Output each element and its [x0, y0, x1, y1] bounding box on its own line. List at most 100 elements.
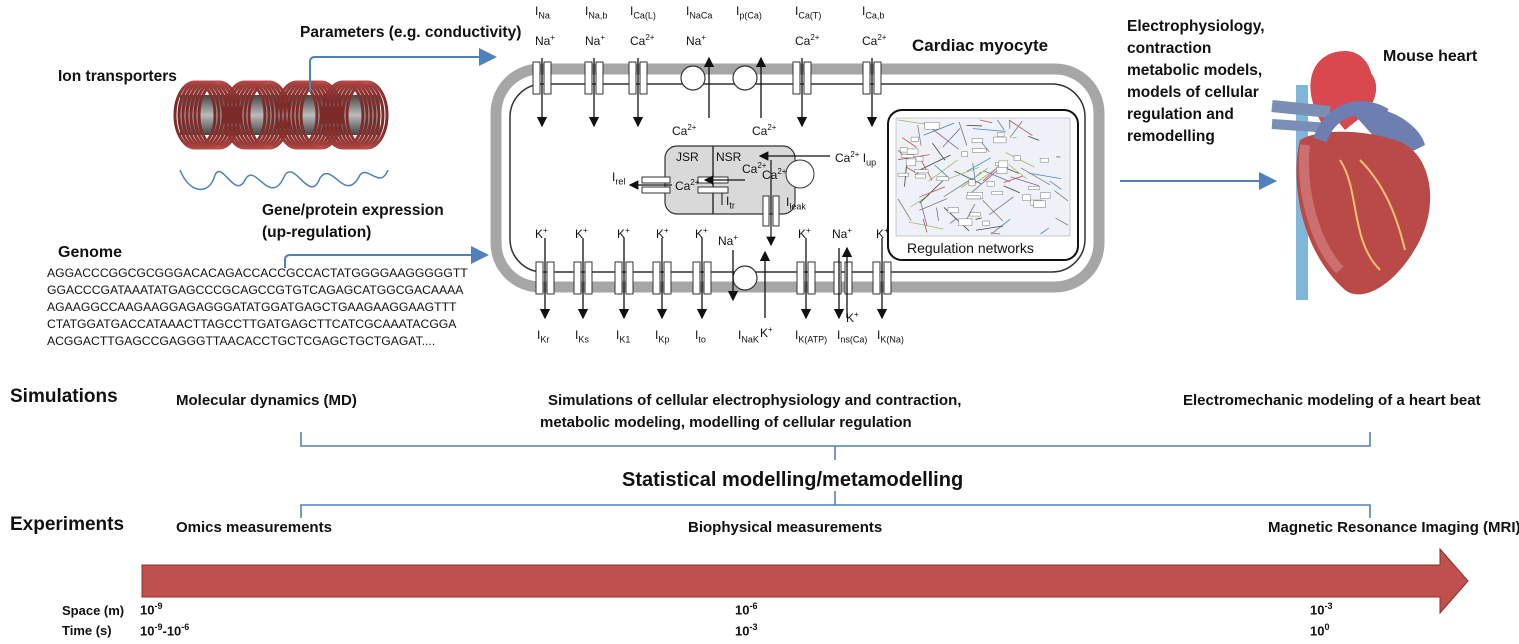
sr-ca-label: Ca2+: [742, 161, 767, 176]
bottom-current-label: IKs: [575, 328, 589, 345]
omics-label: Omics measurements: [176, 519, 332, 536]
right-models-line: contraction: [1127, 40, 1212, 57]
time-value: 10-9-10-6: [140, 622, 190, 639]
ion-transporters-label: Ion transporters: [58, 68, 177, 85]
parameters-arrow: [309, 48, 497, 92]
time-value: 10-3: [735, 622, 758, 639]
ion-channel: [628, 61, 648, 95]
genome-line: CTATGGATGACCATAAACTTAGCCTTGATGAGCTTCATCG…: [47, 317, 457, 331]
top-ion-label: Na+: [585, 33, 606, 48]
ion-channel: [796, 261, 816, 295]
right-models-line: metabolic models,: [1127, 62, 1263, 79]
nak-k-label: K+: [760, 325, 773, 340]
ion-channel: [652, 261, 672, 295]
ion-channel: [584, 61, 604, 95]
time-value: 100: [1310, 622, 1330, 639]
top-ion-label: Ca2+: [862, 33, 887, 48]
sim-cell-line-1: Simulations of cellular electrophysiolog…: [548, 392, 962, 409]
right-models-line: Electrophysiology,: [1127, 18, 1265, 35]
space-value: 10-3: [1310, 601, 1333, 618]
bottom-ion-label: Na+: [832, 226, 853, 241]
bottom-ion-label: K+: [575, 226, 588, 241]
scale-arrow: [141, 547, 1469, 615]
mouse-heart-illustration: [1271, 50, 1431, 300]
up-ca-label: Ca2+ Iup: [835, 150, 877, 168]
mouse-heart-label: Mouse heart: [1383, 48, 1478, 65]
sim-cell-line-2: metabolic modeling, modelling of cellula…: [540, 414, 912, 431]
bottom-ion-label: K+: [876, 226, 889, 241]
right-models-line: regulation and: [1127, 106, 1234, 123]
bottom-ion-label: K+: [535, 226, 548, 241]
mri-label: Magnetic Resonance Imaging (MRI): [1268, 519, 1519, 536]
statistical-label: Statistical modelling/metamodelling: [622, 469, 964, 491]
ion-channel: [535, 261, 555, 295]
inner-ca-label: Ca2+: [672, 123, 697, 138]
transporter-coil: [173, 80, 241, 150]
i-tr-label: Itr: [726, 194, 735, 211]
regulation-networks-label: Regulation networks: [907, 240, 1034, 256]
genome-sequence: AGGACCCGGCGCGGGACACAGACCACCGCCACTATGGGGA…: [47, 265, 468, 350]
genome-label: Genome: [58, 244, 123, 261]
genome-line: AGGACCCGGCGCGGGACACAGACCACCGCCACTATGGGGA…: [47, 266, 468, 280]
parameters-label: Parameters (e.g. conductivity): [300, 24, 522, 41]
simulation-bracket: [300, 432, 1371, 460]
right-models-line: remodelling: [1127, 128, 1215, 145]
membrane-pump: [680, 65, 706, 91]
experiment-bracket: [300, 491, 1371, 518]
bottom-current-label: IKp: [655, 328, 670, 345]
ion-channel: [862, 61, 882, 95]
bottom-current-label: Ito: [695, 328, 706, 345]
bottom-current-label: IKr: [537, 328, 550, 345]
sr-ca-label: Ca2+: [675, 178, 700, 193]
membrane-pump: [732, 265, 758, 291]
bottom-ion-label: K+: [656, 226, 669, 241]
electromech-label: Electromechanic modeling of a heart beat: [1183, 392, 1481, 409]
bottom-current-label: IK(Na): [877, 328, 904, 345]
up-regulation-label: (up-regulation): [262, 224, 372, 241]
top-ion-label: Na+: [686, 33, 707, 48]
regulation-network-box: [887, 109, 1079, 261]
simulations-heading: Simulations: [10, 386, 118, 407]
right-models-text: Electrophysiology, contraction metabolic…: [1127, 16, 1265, 148]
transporter-coil: [321, 80, 389, 150]
genome-line: GGACCCGATAAATATGAGCCCGCAGCCGTGTCAGAGCATG…: [47, 283, 464, 297]
ion-channel: [833, 261, 853, 295]
bottom-current-label: Ins(Ca): [837, 328, 868, 345]
biophysical-label: Biophysical measurements: [688, 519, 883, 536]
bottom-current-label: IK(ATP): [795, 328, 828, 345]
top-current-label: Ip(Ca): [736, 4, 762, 21]
right-models-line: models of cellular: [1127, 84, 1259, 101]
bottom-ion-label: K+: [695, 226, 708, 241]
top-current-label: ICa,b: [862, 4, 885, 21]
top-ion-label: Ca2+: [630, 33, 655, 48]
cardiac-myocyte-label: Cardiac myocyte: [912, 36, 1049, 55]
top-channel-row: [532, 56, 882, 128]
transporter-coil: [275, 80, 343, 150]
top-current-label: ICa(T): [795, 4, 822, 21]
jsr-label: JSR: [676, 150, 699, 164]
ion-channel: [573, 261, 593, 295]
genome-line: AGAAGGCCAAGAAGGAGAGGGATATGGATGAGCTGAAGAA…: [47, 300, 457, 314]
space-value: 10-6: [735, 601, 758, 618]
bottom-ion-label: K+: [617, 226, 630, 241]
sr-ca-label: Ca2+: [762, 167, 787, 182]
top-current-label: INa,b: [585, 4, 608, 21]
gene-expression-arrow: [284, 246, 489, 268]
bottom-channel-row: [535, 238, 892, 320]
genome-line: ACGGACTTGAGCCGAGGGTTAACACCTGCTCGAGCTGCTG…: [47, 334, 436, 348]
ion-channel: [692, 261, 712, 295]
top-current-label: INaCa: [686, 4, 713, 21]
i-leak-label: Ileak: [786, 195, 806, 212]
top-current-label: ICa(L): [630, 4, 656, 21]
ion-channel: [532, 61, 552, 95]
space-label: Space (m): [62, 603, 125, 618]
nsr-label: NSR: [716, 150, 742, 164]
sarcoplasmic-reticulum: [628, 145, 830, 247]
top-ion-label: Na+: [535, 33, 556, 48]
top-ion-label: Ca2+: [795, 33, 820, 48]
membrane-pump: [732, 65, 758, 91]
space-value: 10-9: [140, 601, 163, 618]
bottom-ion-label: K+: [798, 226, 811, 241]
ion-channel: [872, 261, 892, 295]
